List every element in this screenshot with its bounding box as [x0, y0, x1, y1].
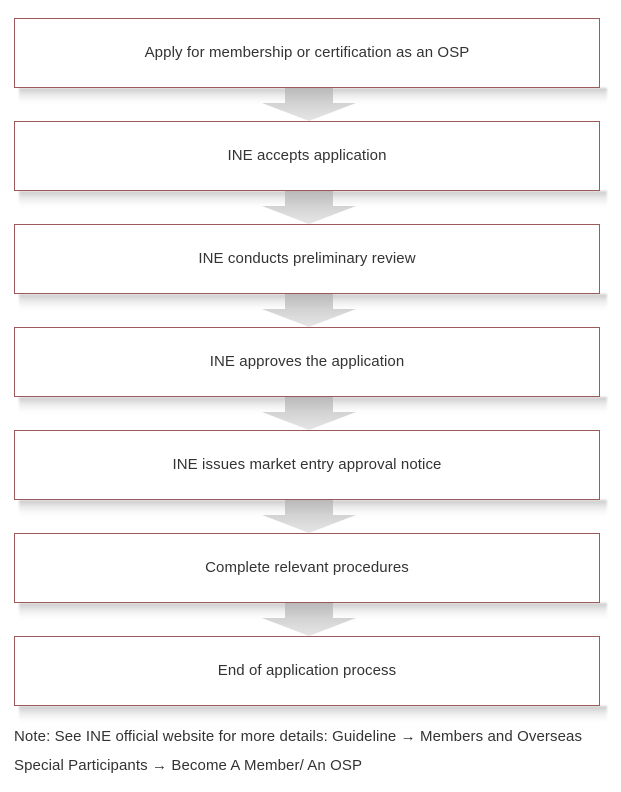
flow-step-1[interactable]: Apply for membership or certification as… [14, 18, 600, 88]
flow-step-2[interactable]: INE accepts application [14, 121, 600, 191]
flow-step-4-label: INE approves the application [209, 353, 405, 370]
flowchart-note: Note: See INE official website for more … [14, 728, 583, 774]
flow-step-6[interactable]: Complete relevant procedures [14, 533, 600, 603]
flow-arrow-6-to-7 [262, 603, 356, 636]
flow-step-3[interactable]: INE conducts preliminary review [14, 224, 600, 294]
flow-step-1-label: Apply for membership or certification as… [144, 44, 470, 61]
flow-step-6-label: Complete relevant procedures [205, 559, 409, 576]
flow-arrow-1-to-2 [262, 88, 356, 121]
flow-step-4[interactable]: INE approves the application [14, 327, 600, 397]
flow-step-7[interactable]: End of application process [14, 636, 600, 706]
flow-step-3-label: INE conducts preliminary review [198, 250, 416, 267]
flow-arrow-4-to-5 [262, 397, 356, 430]
flow-step-5[interactable]: INE issues market entry approval notice [14, 430, 600, 500]
flow-step-7-label: End of application process [217, 662, 397, 679]
flow-step-2-label: INE accepts application [227, 147, 387, 164]
step-box-shadow [19, 706, 607, 723]
flow-arrow-5-to-6 [262, 500, 356, 533]
flow-step-5-label: INE issues market entry approval notice [172, 456, 442, 473]
flow-arrow-2-to-3 [262, 191, 356, 224]
flow-arrow-3-to-4 [262, 294, 356, 327]
